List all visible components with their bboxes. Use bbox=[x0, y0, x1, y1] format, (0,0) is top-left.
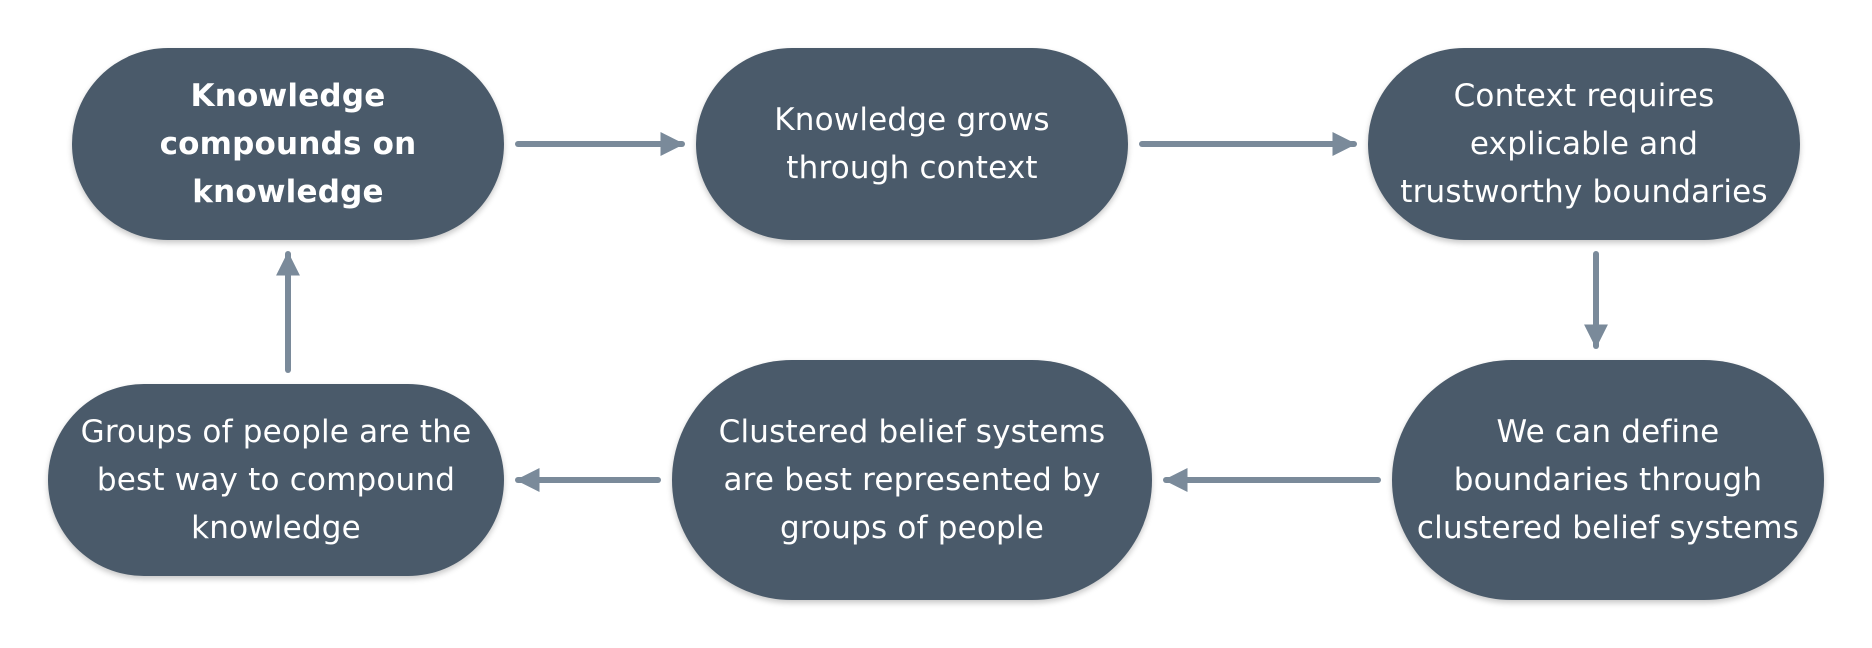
node-label: Knowledge compounds on knowledge bbox=[159, 78, 417, 210]
node-clustered-belief-systems: Clustered belief systems are best repres… bbox=[672, 360, 1152, 600]
node-define-boundaries: We can define boundaries through cluster… bbox=[1392, 360, 1824, 600]
node-label: Knowledge grows through context bbox=[774, 102, 1050, 186]
node-groups-of-people: Groups of people are the best way to com… bbox=[48, 384, 504, 576]
node-knowledge-compounds: Knowledge compounds on knowledge bbox=[72, 48, 504, 240]
node-label: Groups of people are the best way to com… bbox=[80, 414, 472, 546]
node-knowledge-grows: Knowledge grows through context bbox=[696, 48, 1128, 240]
node-context-requires-boundaries: Context requires explicable and trustwor… bbox=[1368, 48, 1800, 240]
node-label: Clustered belief systems are best repres… bbox=[718, 414, 1106, 546]
node-label: We can define boundaries through cluster… bbox=[1416, 414, 1800, 546]
node-label: Context requires explicable and trustwor… bbox=[1400, 78, 1768, 210]
